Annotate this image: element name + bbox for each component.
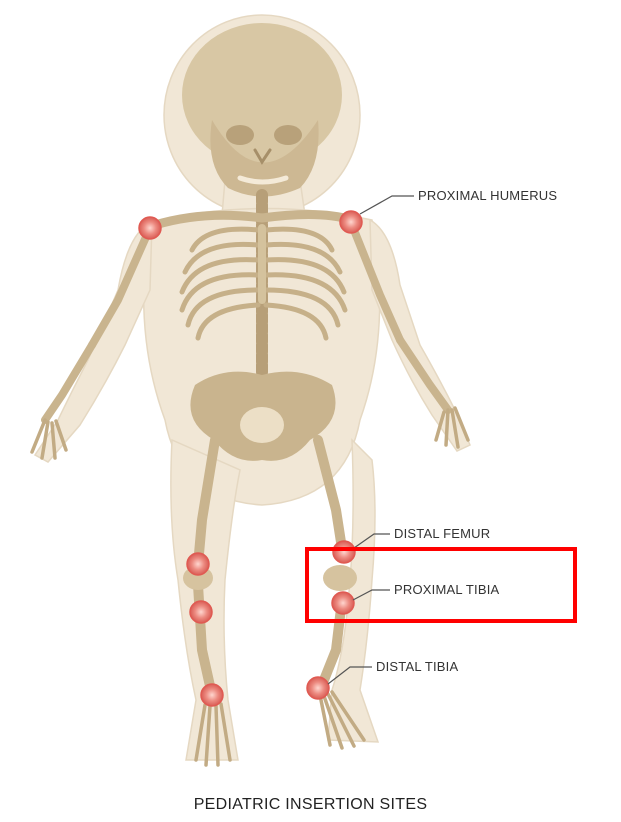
marker-proximal-humerus <box>340 211 362 233</box>
leader-proximal-humerus <box>360 196 414 214</box>
highlight-box-proximal-tibia <box>305 547 577 623</box>
label-proximal-humerus: PROXIMAL HUMERUS <box>418 188 557 203</box>
figure-caption: PEDIATRIC INSERTION SITES <box>0 796 621 814</box>
marker-left-humerus <box>139 217 161 239</box>
label-distal-tibia: DISTAL TIBIA <box>376 659 458 674</box>
marker-distal-tibia <box>307 677 329 699</box>
marker-left-proximal-tibia <box>190 601 212 623</box>
label-distal-femur: DISTAL FEMUR <box>394 526 490 541</box>
marker-left-distal-femur <box>187 553 209 575</box>
marker-left-distal-tibia <box>201 684 223 706</box>
